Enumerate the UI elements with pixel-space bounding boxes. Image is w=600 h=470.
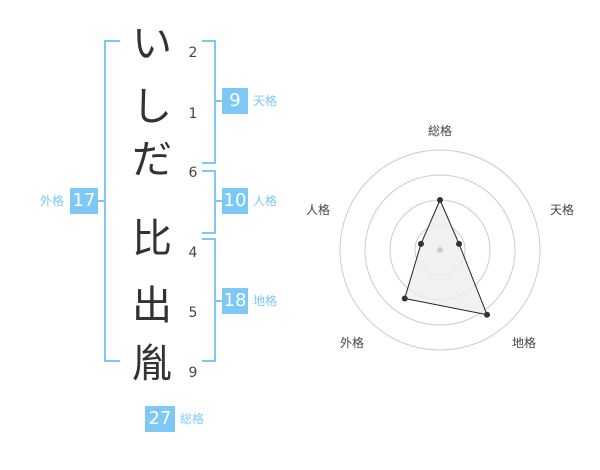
chikaku-value-badge: 18 bbox=[222, 288, 248, 314]
radar-point-lower_left bbox=[401, 295, 408, 302]
jinkaku-connector bbox=[214, 200, 222, 202]
jinkaku-value-badge: 10 bbox=[222, 188, 248, 214]
stroke-count-6: 9 bbox=[188, 365, 198, 381]
stroke-count-2: 1 bbox=[188, 106, 198, 122]
jinkaku-bracket bbox=[202, 170, 216, 234]
tenkaku-connector bbox=[214, 100, 222, 102]
radar-point-upper_right bbox=[456, 240, 463, 247]
gaikaku-value-badge: 17 bbox=[70, 188, 98, 214]
radar-ring bbox=[339, 149, 541, 351]
radar-point-upper_left bbox=[417, 240, 424, 247]
name-char-4: 比 bbox=[132, 216, 172, 262]
soukaku-value-badge: 27 bbox=[145, 406, 175, 432]
radar-label-jinkaku: 人格 bbox=[305, 203, 330, 217]
radar-label-tenkaku: 天格 bbox=[549, 203, 574, 217]
gaikaku-connector bbox=[94, 200, 104, 202]
radar-label-gaikaku: 外格 bbox=[339, 336, 364, 350]
radar-label-soukaku: 総格 bbox=[427, 124, 452, 138]
radar-point-lower_right bbox=[484, 311, 491, 318]
name-char-1: い bbox=[132, 21, 172, 67]
tenkaku-value-badge: 9 bbox=[222, 88, 248, 114]
tenkaku-bracket bbox=[202, 40, 216, 164]
gaikaku-bracket bbox=[104, 40, 120, 362]
name-char-6: 胤 bbox=[132, 341, 172, 387]
chikaku-connector bbox=[214, 300, 222, 302]
name-char-5: 出 bbox=[132, 283, 172, 329]
radar-polygon bbox=[404, 198, 488, 316]
soukaku-label: 総格 bbox=[180, 412, 205, 426]
radar-center bbox=[437, 247, 443, 253]
radar-point-top bbox=[437, 197, 443, 203]
jinkaku-label: 人格 bbox=[253, 194, 278, 208]
stroke-count-4: 4 bbox=[188, 245, 198, 261]
stroke-count-1: 2 bbox=[188, 45, 198, 61]
chikaku-label: 地格 bbox=[253, 294, 278, 308]
tenkaku-label: 天格 bbox=[253, 94, 278, 108]
gaikaku-label: 外格 bbox=[40, 194, 65, 208]
radar-ring bbox=[364, 174, 516, 326]
stroke-count-3: 6 bbox=[188, 165, 198, 181]
radar-label-chikaku: 地格 bbox=[511, 336, 536, 350]
stroke-count-5: 5 bbox=[188, 305, 198, 321]
name-char-2: し bbox=[132, 84, 172, 130]
name-char-3: だ bbox=[132, 137, 172, 183]
